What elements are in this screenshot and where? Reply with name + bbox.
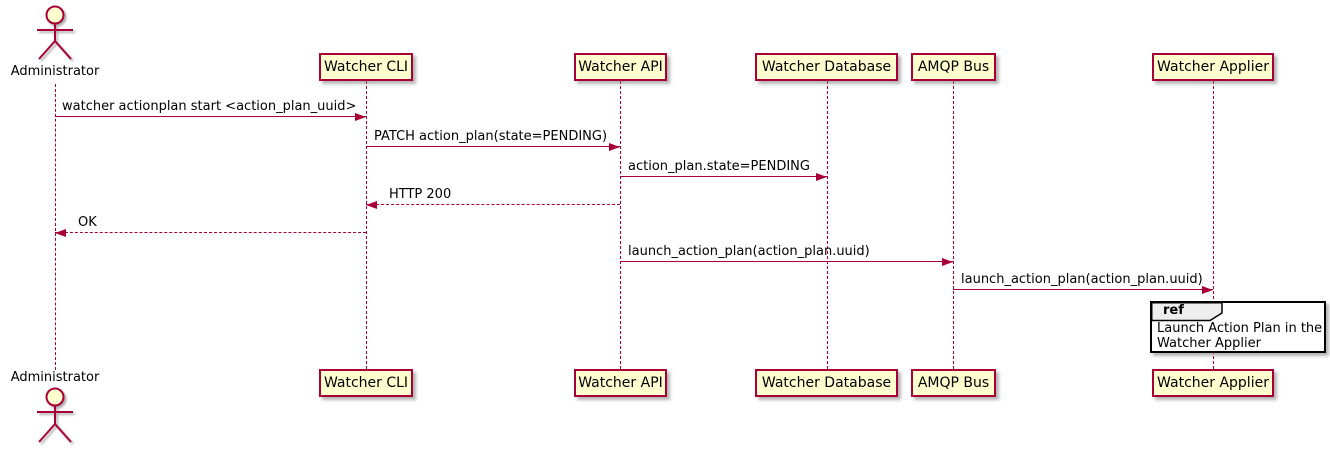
arrowhead-icon	[1202, 286, 1213, 294]
message-line	[620, 261, 953, 262]
arrowhead-icon	[942, 258, 953, 266]
participant-watcher-cli-top: Watcher CLI	[319, 53, 413, 81]
arrowhead-icon	[609, 143, 620, 151]
message-label: watcher actionplan start <action_plan_uu…	[62, 99, 357, 114]
arrowhead-icon	[355, 113, 366, 121]
message-label: HTTP 200	[389, 187, 452, 202]
participant-amqp-bus-top: AMQP Bus	[911, 53, 996, 81]
arrowhead-icon	[55, 229, 66, 237]
message-label: action_plan.state=PENDING	[628, 159, 810, 174]
ref-text: Launch Action Plan in the Watcher Applie…	[1157, 321, 1322, 351]
participant-watcher-database-bottom: Watcher Database	[755, 369, 898, 397]
message-label: launch_action_plan(action_plan.uuid)	[961, 272, 1203, 287]
message-label: launch_action_plan(action_plan.uuid)	[628, 244, 870, 259]
actor-label-top: Administrator	[10, 64, 100, 79]
actor-icon	[37, 387, 73, 443]
actor-label-bottom: Administrator	[10, 370, 100, 385]
ref-fragment: ref Launch Action Plan in the Watcher Ap…	[1150, 301, 1326, 353]
message-line	[620, 176, 827, 177]
lifeline-watcher-api	[620, 81, 621, 369]
participant-watcher-applier-top: Watcher Applier	[1152, 53, 1274, 81]
participant-watcher-applier-bottom: Watcher Applier	[1152, 369, 1274, 397]
message-line	[55, 232, 366, 233]
lifeline-administrator	[55, 84, 56, 370]
lifeline-amqp-bus	[953, 81, 954, 369]
lifeline-watcher-applier	[1213, 81, 1214, 369]
arrowhead-icon	[816, 173, 827, 181]
ref-text-line1: Launch Action Plan in the	[1157, 321, 1323, 336]
ref-tag-shape	[1151, 302, 1223, 322]
participant-watcher-cli-bottom: Watcher CLI	[319, 369, 413, 397]
participant-watcher-api-top: Watcher API	[574, 53, 667, 81]
message-label: PATCH action_plan(state=PENDING)	[374, 129, 608, 144]
message-line	[366, 146, 620, 147]
lifeline-watcher-database	[827, 81, 828, 369]
message-line	[366, 204, 620, 205]
message-line	[953, 289, 1213, 290]
ref-keyword: ref	[1163, 303, 1184, 318]
participant-amqp-bus-bottom: AMQP Bus	[911, 369, 996, 397]
participant-watcher-api-bottom: Watcher API	[574, 369, 667, 397]
message-label: OK	[78, 215, 97, 230]
arrowhead-icon	[366, 201, 377, 209]
message-line	[55, 116, 366, 117]
actor-icon	[37, 5, 73, 60]
lifeline-watcher-cli	[366, 81, 367, 369]
participant-watcher-database-top: Watcher Database	[755, 53, 898, 81]
ref-text-line2: Watcher Applier	[1157, 336, 1261, 351]
